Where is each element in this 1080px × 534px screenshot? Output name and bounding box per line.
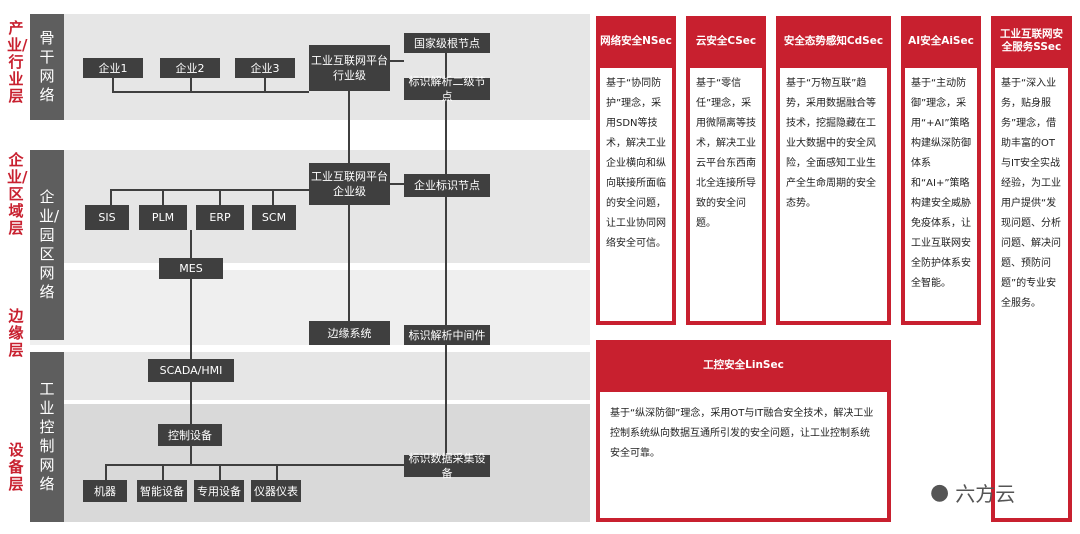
node-industry-platform: 工业互联网平台 行业级 — [309, 45, 390, 91]
panel-ssec-body: 基于“深入业务，贴身服务”理念，借助丰富的OT与IT安全实战经验，为工业用户提供… — [995, 68, 1068, 518]
node-dedicated-device: 专用设备 — [194, 480, 244, 502]
panel-csec: 云安全CSec 基于“零信任”理念，采用微隔离等技术，解决工业云平台东西南北全连… — [686, 16, 766, 325]
connector-line — [190, 279, 192, 359]
network-backbone-label: 骨干网络 — [30, 14, 64, 120]
network-control-label: 工业控制网络 — [30, 352, 64, 522]
node-machine: 机器 — [83, 480, 127, 502]
connector-line — [190, 78, 192, 92]
connector-line — [110, 189, 310, 191]
panel-ssec: 工业互联网安全服务SSec 基于“深入业务，贴身服务”理念，借助丰富的OT与IT… — [991, 16, 1072, 522]
node-smart-device: 智能设备 — [137, 480, 187, 502]
panel-cdsec-body: 基于“万物互联”趋势，采用数据融合等技术，挖掘隐藏在工业大数据中的安全风险，全面… — [780, 68, 887, 321]
panel-nsec: 网络安全NSec 基于“协同防护”理念，采用SDN等技术，解决工业企业横向和纵向… — [596, 16, 676, 325]
connector-line — [162, 464, 164, 480]
node-id-middleware: 标识解析中间件 — [404, 325, 490, 345]
connector-line — [190, 230, 192, 258]
node-enterprise-platform: 工业互联网平台 企业级 — [309, 163, 390, 205]
node-enterprise-platform-line2: 企业级 — [333, 185, 366, 198]
node-enterprise-platform-line1: 工业互联网平台 — [311, 170, 388, 183]
panel-ssec-title: 工业互联网安全服务SSec — [1000, 28, 1063, 53]
node-enterprise-3: 企业3 — [235, 58, 295, 78]
connector-line — [390, 183, 404, 185]
node-scada: SCADA/HMI — [148, 359, 234, 382]
panel-linsec: 工控安全LinSec 基于“纵深防御”理念，采用OT与IT融合安全技术，解决工业… — [596, 340, 891, 522]
node-edge-system: 边缘系统 — [309, 321, 390, 345]
connector-line — [105, 464, 405, 466]
node-plm: PLM — [139, 205, 187, 230]
connector-line — [264, 78, 266, 92]
wechat-icon: ● — [930, 480, 950, 505]
connector-line — [162, 189, 164, 205]
connector-line — [105, 464, 107, 480]
node-second-level: 标识解析二级节点 — [404, 75, 490, 103]
panel-cdsec-title: 安全态势感知CdSec — [783, 34, 884, 47]
panel-nsec-body: 基于“协同防护”理念，采用SDN等技术，解决工业企业横向和纵向联接所面临的安全问… — [600, 68, 672, 321]
node-industry-platform-line2: 行业级 — [333, 69, 366, 82]
node-sis: SIS — [85, 205, 129, 230]
node-enterprise-2: 企业2 — [160, 58, 220, 78]
panel-csec-body: 基于“零信任”理念，采用微隔离等技术，解决工业云平台东西南北全连接所导致的安全问… — [690, 68, 762, 321]
layer-enterprise-label: 企业/区域层 — [7, 151, 28, 237]
panel-linsec-title: 工控安全LinSec — [703, 358, 784, 371]
band-edge-lower — [30, 352, 590, 400]
connector-line — [445, 197, 447, 325]
node-scm: SCM — [252, 205, 296, 230]
layer-device-label: 设备层 — [8, 441, 24, 493]
node-control-device: 控制设备 — [158, 424, 222, 446]
node-instrument: 仪器仪表 — [251, 480, 301, 502]
node-industry-platform-line1: 工业互联网平台 — [311, 54, 388, 67]
layer-edge-label: 边缘层 — [8, 307, 24, 359]
node-enterprise-id: 企业标识节点 — [404, 174, 490, 197]
node-mes: MES — [159, 258, 223, 279]
band-device — [30, 404, 590, 522]
connector-line — [445, 100, 447, 174]
connector-line — [112, 78, 114, 92]
panel-nsec-title: 网络安全NSec — [600, 34, 672, 47]
connector-line — [348, 205, 350, 321]
connector-line — [219, 189, 221, 205]
connector-line — [112, 91, 309, 93]
node-id-collect: 标识数据采集设备 — [404, 452, 490, 480]
layer-industry-label: 产业/行业层 — [7, 19, 28, 105]
node-enterprise-1: 企业1 — [83, 58, 143, 78]
panel-aisec: AI安全AiSec 基于“主动防御”理念，采用“+AI”策略构建纵深防御体系和“… — [901, 16, 981, 325]
connector-line — [390, 60, 404, 62]
connector-line — [219, 464, 221, 480]
node-national-root: 国家级根节点 — [404, 33, 490, 53]
connector-line — [445, 53, 447, 78]
node-erp: ERP — [196, 205, 244, 230]
connector-line — [272, 189, 274, 205]
connector-line — [276, 464, 278, 480]
connector-line — [190, 446, 192, 464]
connector-line — [445, 345, 447, 455]
panel-linsec-body: 基于“纵深防御”理念，采用OT与IT融合安全技术，解决工业控制系统纵向数据互通所… — [600, 392, 887, 518]
connector-line — [348, 91, 350, 163]
network-enterprise-label: 企业/园区网络 — [30, 150, 64, 340]
panel-csec-title: 云安全CSec — [695, 34, 757, 47]
connector-line — [110, 189, 112, 205]
watermark: ● 六方云 — [930, 478, 1015, 507]
panel-aisec-title: AI安全AiSec — [908, 34, 974, 47]
panel-aisec-body: 基于“主动防御”理念，采用“+AI”策略构建纵深防御体系和“AI+”策略构建安全… — [905, 68, 977, 321]
connector-line — [190, 382, 192, 424]
watermark-text: 六方云 — [955, 482, 1016, 506]
panel-cdsec: 安全态势感知CdSec 基于“万物互联”趋势，采用数据融合等技术，挖掘隐藏在工业… — [776, 16, 891, 325]
